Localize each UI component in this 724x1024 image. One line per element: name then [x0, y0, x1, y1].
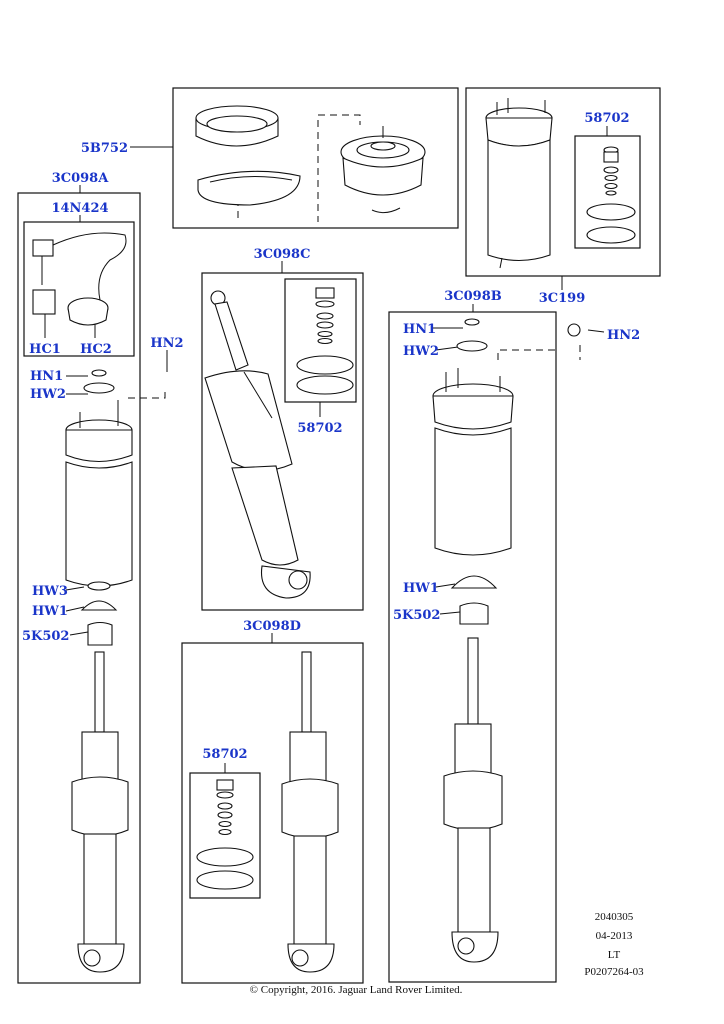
callout-5K502-left: 5K502 — [22, 629, 69, 644]
frame-5B752 — [172, 87, 459, 229]
callout-HN2-right: HN2 — [607, 328, 640, 343]
callout-3C098A: 3C098A — [52, 171, 110, 186]
center-strut — [204, 290, 311, 599]
top-mount-ring — [195, 105, 279, 147]
callout-58702-top: 58702 — [584, 111, 629, 126]
seal-kit-top — [586, 146, 636, 244]
callout-3C098B: 3C098B — [444, 289, 502, 304]
wiring-harness — [32, 232, 127, 326]
left-air-spring — [65, 369, 133, 587]
frame-14N424 — [23, 221, 135, 357]
right-damper — [443, 637, 503, 963]
leader-lines — [44, 126, 608, 773]
callout-58702-c: 58702 — [297, 421, 342, 436]
right-air-spring — [432, 318, 581, 556]
copyright: © Copyright, 2016. Jaguar Land Rover Lim… — [250, 984, 463, 996]
callout-HW1-left: HW1 — [32, 604, 68, 619]
seal-kit-c — [296, 287, 354, 395]
frame-3C098A — [17, 192, 141, 984]
callout-3C199: 3C199 — [539, 291, 586, 306]
center-damper — [281, 651, 339, 973]
callout-HW1-right: HW1 — [403, 581, 439, 596]
left-bump-parts — [80, 581, 118, 646]
callout-HC1: HC1 — [29, 342, 61, 357]
right-bump-parts — [450, 575, 498, 625]
model-code: LT — [608, 949, 621, 961]
callout-HW3: HW3 — [32, 584, 68, 599]
callouts: 5B752 3C098A 14N424 HC1 HC2 HN2 HN1 HW2 … — [22, 111, 640, 762]
retaining-clip — [197, 170, 301, 206]
callout-3C098D: 3C098D — [243, 619, 301, 634]
issue-date: 04-2013 — [596, 930, 633, 942]
drawing-id: P0207264-03 — [584, 966, 644, 978]
frame-3C199 — [465, 87, 661, 277]
upper-mount-assembly — [340, 126, 426, 214]
callout-14N424: 14N424 — [51, 201, 108, 216]
callout-3C098C: 3C098C — [254, 247, 311, 262]
rear-air-spring-assembly — [485, 98, 553, 269]
drawing-meta: 2040305 04-2013 LT P0207264-03 © Copyrig… — [250, 911, 645, 996]
seal-kit-d — [196, 779, 254, 890]
dashed-guides — [128, 114, 581, 399]
callout-HN1-left: HN1 — [30, 369, 63, 384]
callout-HW2-left: HW2 — [30, 387, 66, 402]
ref-number: 2040305 — [595, 911, 634, 923]
callout-5B752: 5B752 — [81, 141, 128, 156]
callout-HC2: HC2 — [80, 342, 112, 357]
callout-5K502-right: 5K502 — [393, 608, 440, 623]
left-damper — [71, 651, 129, 973]
callout-HN1-right: HN1 — [403, 322, 436, 337]
callout-HW2-right: HW2 — [403, 344, 439, 359]
callout-HN2-left: HN2 — [150, 336, 183, 351]
callout-58702-d: 58702 — [202, 747, 247, 762]
